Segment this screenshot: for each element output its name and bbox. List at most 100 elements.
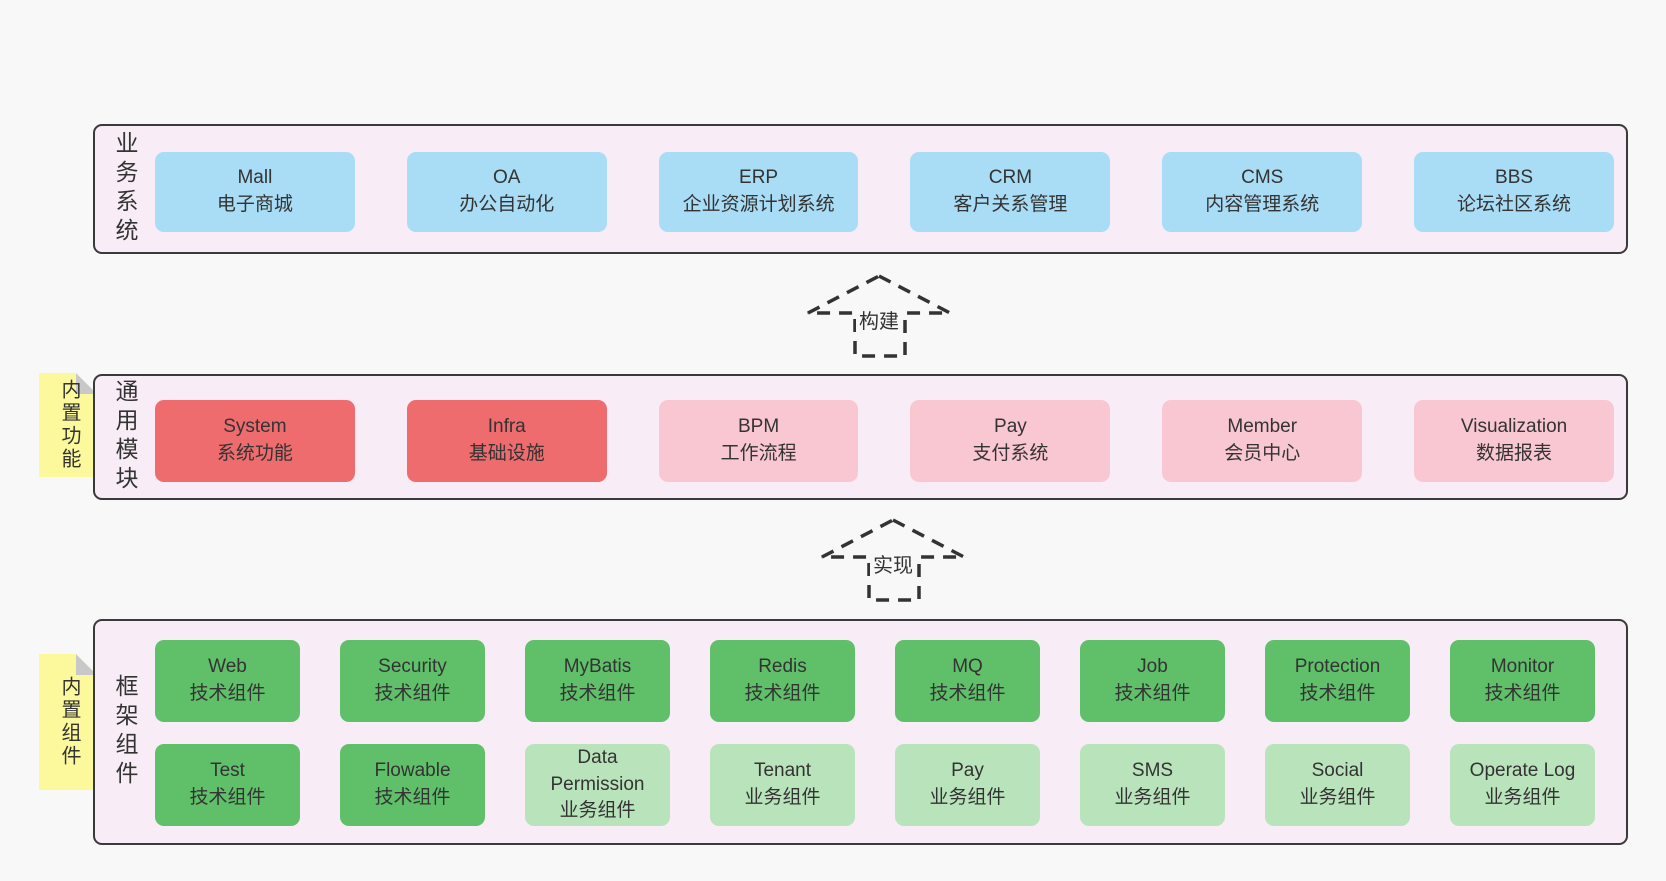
components-box-row-1: Web 技术组件 Security 技术组件 MyBatis 技术组件 Redi… — [155, 640, 1595, 722]
box-redis: Redis 技术组件 — [710, 640, 855, 722]
box-erp: ERP 企业资源计划系统 — [658, 152, 859, 232]
box-name: Flowable — [374, 760, 451, 782]
box-bpm: BPM 工作流程 — [658, 400, 859, 482]
box-desc: 技术组件 — [1114, 683, 1191, 704]
box-name: Test — [210, 760, 245, 782]
box-desc: 技术组件 — [1299, 683, 1376, 704]
box-desc: 技术组件 — [189, 683, 266, 704]
layer-business-systems: 业务系统 Mall 电子商城 OA 办公自动化 ERP 企业资源计划系统 CRM… — [93, 124, 1628, 254]
box-system: System 系统功能 — [155, 400, 355, 482]
box-tenant: Tenant 业务组件 — [710, 744, 855, 826]
box-sms: SMS 业务组件 — [1080, 744, 1225, 826]
box-name: Visualization — [1460, 416, 1568, 438]
box-mall: Mall 电子商城 — [155, 152, 355, 232]
box-visualization: Visualization 数据报表 — [1414, 400, 1614, 482]
box-desc: 业务组件 — [929, 787, 1006, 808]
box-monitor: Monitor 技术组件 — [1450, 640, 1595, 722]
box-name: Protection — [1294, 656, 1381, 678]
sticky-note-built-in-features: 内置功能 — [39, 373, 97, 477]
box-name: System — [223, 416, 287, 438]
modules-box-row: System 系统功能 Infra 基础设施 BPM 工作流程 Pay 支付系统… — [155, 400, 1614, 482]
box-desc: 技术组件 — [374, 683, 451, 704]
box-desc: 业务组件 — [1114, 787, 1191, 808]
box-name: Operate Log — [1469, 760, 1576, 782]
box-name: OA — [493, 167, 521, 189]
box-name: Data Permission — [550, 746, 645, 795]
sticky-note-label: 内置功能 — [58, 379, 80, 471]
box-name: CRM — [988, 167, 1033, 189]
box-desc: 业务组件 — [559, 800, 636, 822]
box-name: Redis — [758, 656, 807, 678]
box-desc: 技术组件 — [374, 787, 451, 808]
arrow-build: 构建 — [806, 273, 952, 359]
arrow-implement: 实现 — [820, 517, 966, 603]
box-flowable: Flowable 技术组件 — [340, 744, 485, 826]
box-job: Job 技术组件 — [1080, 640, 1225, 722]
box-desc: 企业资源计划系统 — [682, 194, 835, 215]
box-name: Monitor — [1490, 656, 1555, 678]
box-name: MQ — [952, 656, 983, 678]
box-desc: 业务组件 — [1484, 787, 1561, 808]
box-social: Social 业务组件 — [1265, 744, 1410, 826]
box-name: Social — [1311, 760, 1364, 782]
box-infra: Infra 基础设施 — [406, 400, 607, 482]
layer-framework-components: 框架组件 Web 技术组件 Security 技术组件 MyBatis 技术组件… — [93, 619, 1628, 845]
business-box-row: Mall 电子商城 OA 办公自动化 ERP 企业资源计划系统 CRM 客户关系… — [155, 152, 1614, 232]
layer-label-common-modules: 通用模块 — [112, 379, 138, 495]
box-name: ERP — [739, 167, 779, 189]
box-crm: CRM 客户关系管理 — [910, 152, 1111, 232]
box-desc: 客户关系管理 — [953, 194, 1068, 215]
box-desc: 技术组件 — [189, 787, 266, 808]
box-desc: 基础设施 — [468, 443, 545, 464]
box-name: Pay — [994, 416, 1027, 438]
box-desc: 会员中心 — [1224, 443, 1301, 464]
layer-label-business-systems: 业务系统 — [112, 131, 138, 247]
box-mq: MQ 技术组件 — [895, 640, 1040, 722]
box-name: Job — [1137, 656, 1168, 678]
box-bbs: BBS 论坛社区系统 — [1414, 152, 1614, 232]
box-desc: 电子商城 — [216, 194, 293, 215]
box-pay-component: Pay 业务组件 — [895, 744, 1040, 826]
components-box-row-2: Test 技术组件 Flowable 技术组件 Data Permission … — [155, 744, 1595, 826]
box-name: MyBatis — [563, 656, 632, 678]
box-test: Test 技术组件 — [155, 744, 300, 826]
sticky-note-built-in-components: 内置组件 — [39, 654, 97, 790]
box-name: Member — [1227, 416, 1298, 438]
box-protection: Protection 技术组件 — [1265, 640, 1410, 722]
box-desc: 支付系统 — [972, 443, 1049, 464]
box-data-permission: Data Permission 业务组件 — [525, 744, 670, 826]
box-mybatis: MyBatis 技术组件 — [525, 640, 670, 722]
box-desc: 技术组件 — [559, 683, 636, 704]
box-name: Web — [208, 656, 247, 678]
box-desc: 技术组件 — [929, 683, 1006, 704]
box-desc: 系统功能 — [216, 443, 293, 464]
box-name: Mall — [237, 167, 273, 189]
box-name: Tenant — [753, 760, 812, 782]
box-name: BPM — [737, 416, 780, 438]
box-name: Infra — [487, 416, 526, 438]
box-name: BBS — [1495, 167, 1534, 189]
box-desc: 业务组件 — [1299, 787, 1376, 808]
box-desc: 工作流程 — [720, 443, 797, 464]
box-name: Pay — [951, 760, 984, 782]
box-desc: 数据报表 — [1476, 443, 1553, 464]
arrow-implement-label: 实现 — [870, 553, 916, 579]
box-oa: OA 办公自动化 — [406, 152, 607, 232]
box-desc: 内容管理系统 — [1205, 194, 1320, 215]
box-desc: 办公自动化 — [459, 194, 555, 215]
box-name: Security — [378, 656, 447, 678]
box-desc: 论坛社区系统 — [1457, 194, 1572, 215]
box-desc: 业务组件 — [744, 787, 821, 808]
sticky-note-label: 内置组件 — [58, 676, 80, 768]
arrow-build-label: 构建 — [856, 309, 902, 335]
box-desc: 技术组件 — [1484, 683, 1561, 704]
box-operate-log: Operate Log 业务组件 — [1450, 744, 1595, 826]
box-cms: CMS 内容管理系统 — [1162, 152, 1363, 232]
box-pay-system: Pay 支付系统 — [910, 400, 1111, 482]
box-web: Web 技术组件 — [155, 640, 300, 722]
box-desc: 技术组件 — [744, 683, 821, 704]
layer-label-framework-components: 框架组件 — [112, 674, 138, 790]
box-member: Member 会员中心 — [1162, 400, 1363, 482]
box-security: Security 技术组件 — [340, 640, 485, 722]
box-name: SMS — [1131, 760, 1174, 782]
